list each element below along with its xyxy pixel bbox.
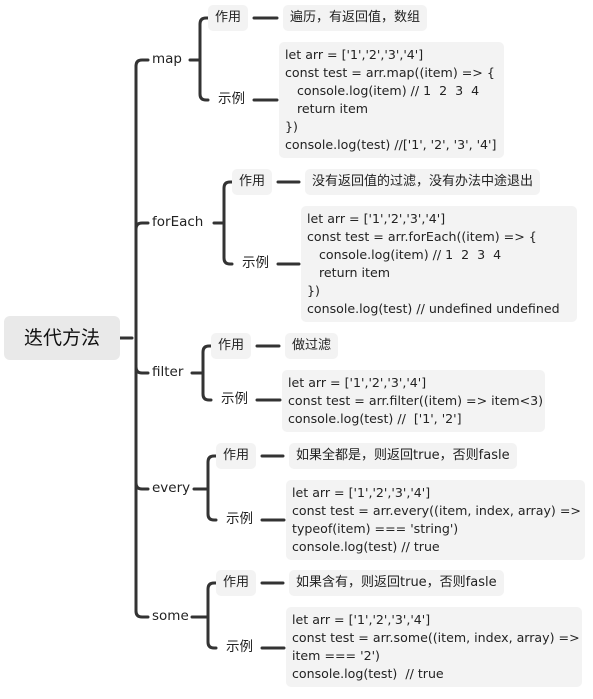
purpose-fork-line [206, 454, 218, 491]
example-fork-line [201, 371, 213, 402]
purpose-text[interactable]: 没有返回值的过滤，没有办法中途退出 [305, 169, 541, 195]
example-label[interactable]: 示例 [221, 391, 248, 407]
example-label[interactable]: 示例 [218, 91, 245, 107]
method-label-every[interactable]: every [152, 480, 191, 496]
code-example[interactable]: let arr = ['1','2','3','4'] const test = … [286, 480, 585, 560]
code-line: const test = arr.map((item) => { [285, 65, 495, 80]
code-line: const test = arr.forEach((item) => { [307, 229, 537, 244]
purpose-text[interactable]: 做过滤 [285, 333, 339, 359]
code-line: typeof(item) === 'string') [292, 521, 459, 536]
code-example[interactable]: let arr = ['1','2','3','4'] const test = … [301, 206, 577, 322]
code-line: console.log(test) // undefined undefined [307, 301, 560, 316]
code-example[interactable]: let arr = ['1','2','3','4'] const test = … [282, 370, 545, 432]
example-label[interactable]: 示例 [226, 639, 253, 655]
purpose-label[interactable]: 作用 [211, 333, 252, 359]
code-line: return item [307, 265, 390, 280]
example-fork-line [206, 615, 218, 650]
method-label-filter[interactable]: filter [152, 364, 184, 380]
method-connector [134, 481, 150, 491]
purpose-fork-line [201, 344, 213, 375]
code-line: console.log(test) // true [292, 666, 444, 681]
purpose-label[interactable]: 作用 [232, 169, 273, 195]
purpose-fork-line [198, 16, 210, 62]
method-connector [134, 609, 150, 619]
example-fork-line [198, 58, 210, 102]
purpose-text[interactable]: 如果含有，则返回true，否则fasle [289, 570, 504, 596]
code-line: console.log(test) //['1', '2', '3', '4'] [285, 137, 497, 152]
code-line: let arr = ['1','2','3','4'] [292, 485, 431, 500]
example-fork-line [222, 221, 234, 266]
purpose-text[interactable]: 遍历，有返回值，数组 [283, 5, 428, 31]
code-line: item === '2') [292, 648, 380, 663]
method-connector [134, 58, 150, 68]
purpose-label[interactable]: 作用 [216, 570, 257, 596]
method-label-some[interactable]: some [152, 608, 189, 624]
purpose-fork-line [206, 581, 218, 619]
code-line: console.log(test) // true [292, 539, 440, 554]
code-line: }) [307, 283, 320, 298]
code-line: let arr = ['1','2','3','4'] [307, 211, 446, 226]
example-fork-line [206, 487, 218, 522]
code-line: const test = arr.filter((item) => item<3… [288, 393, 544, 408]
root-node[interactable]: 迭代方法 [4, 316, 120, 360]
method-label-map[interactable]: map [152, 51, 182, 67]
code-line: console.log(item) // 1 2 3 4 [307, 247, 502, 262]
code-line: let arr = ['1','2','3','4'] [292, 612, 431, 627]
method-connector [134, 365, 150, 375]
method-label-forEach[interactable]: forEach [152, 214, 204, 230]
method-connector [134, 221, 150, 231]
code-line: const test = arr.some((item, index, arra… [292, 630, 580, 645]
purpose-fork-line [222, 180, 234, 225]
code-line: const test = arr.every((item, index, arr… [292, 503, 581, 518]
code-line: console.log(test) // ['1', '2'] [288, 411, 462, 426]
code-line: }) [285, 119, 298, 134]
example-label[interactable]: 示例 [226, 511, 253, 527]
purpose-text[interactable]: 如果全都是，则返回true，否则fasle [289, 443, 517, 469]
code-example[interactable]: let arr = ['1','2','3','4'] const test = … [279, 42, 504, 158]
code-line: return item [285, 101, 368, 116]
purpose-label[interactable]: 作用 [208, 5, 249, 31]
code-example[interactable]: let arr = ['1','2','3','4'] const test = … [286, 607, 582, 687]
example-label[interactable]: 示例 [242, 255, 269, 271]
code-line: let arr = ['1','2','3','4'] [288, 375, 427, 390]
code-line: let arr = ['1','2','3','4'] [285, 47, 424, 62]
code-line: console.log(item) // 1 2 3 4 [285, 83, 480, 98]
purpose-label[interactable]: 作用 [216, 443, 257, 469]
